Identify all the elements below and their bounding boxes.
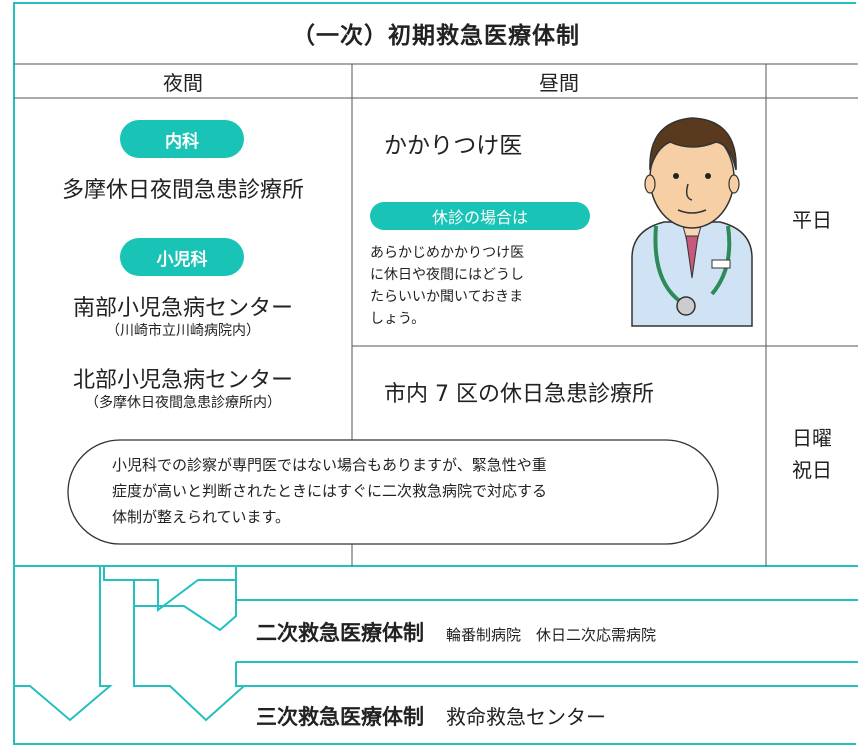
callout-bubble [67, 439, 719, 545]
advice-text: あらかじめかかりつけ医 に休日や夜間にはどうし たらいいか聞いておきま しょう。 [370, 242, 610, 330]
internal-medicine-badge: 内科 [120, 120, 244, 158]
holiday-label: 祝日 [792, 458, 832, 482]
north-center-name: 北部小児急病センター [72, 368, 293, 393]
secondary-care-detail: 輪番制病院 休日二次応需病院 [446, 626, 657, 644]
internal-clinic-name: 多摩休日夜間急患診療所 [61, 178, 304, 203]
tertiary-box-outline [13, 685, 858, 745]
advice-line: しょう。 [370, 311, 426, 327]
arrow-to-secondary [103, 566, 237, 612]
tertiary-care-title: 三次救急医療体制 [256, 705, 424, 729]
callout-line: 小児科での診察が専門医ではない場合もありますが、緊急性や重 [112, 456, 547, 474]
secondary-box-outline [236, 599, 858, 663]
north-center-note: （多摩休日夜間急患診療所内） [85, 395, 281, 411]
advice-line: に休日や夜間にはどうし [370, 267, 524, 283]
weekday-label: 平日 [792, 208, 832, 232]
advice-line: あらかじめかかりつけ医 [370, 245, 525, 261]
callout-line: 体制が整えられています。 [112, 508, 291, 526]
tertiary-care-row: 三次救急医療体制 救命救急センター [256, 701, 606, 731]
tertiary-care-detail: 救命救急センター [446, 705, 606, 729]
callout-line: 症度が高いと判断されたときにはすぐに二次救急病院で対応する [112, 482, 548, 500]
primary-box-outline [13, 2, 856, 566]
secondary-care-row: 二次救急医療体制 輪番制病院 休日二次応需病院 [256, 617, 656, 647]
district-clinics-label: 市内 7 区の休日急患診療所 [384, 382, 654, 407]
arrow-to-tertiary [13, 566, 113, 722]
closed-case-badge: 休診の場合は [370, 202, 590, 230]
column-header-day: 昼間 [539, 70, 579, 95]
family-doctor-label: かかりつけ医 [384, 133, 523, 159]
arrow-secondary-head [133, 580, 237, 632]
column-header-night: 夜間 [163, 70, 203, 95]
south-center-note: （川崎市立川崎病院内） [106, 323, 260, 339]
sunday-label: 日曜 [792, 426, 832, 450]
pediatric-badge: 小児科 [120, 238, 244, 276]
page-title: （一次）初期救急医療体制 [292, 23, 580, 49]
callout-text: 小児科での診察が専門医ではない場合もありますが、緊急性や重 症度が高いと判断され… [112, 452, 702, 530]
secondary-care-title: 二次救急医療体制 [256, 621, 424, 645]
doctor-illustration [631, 117, 753, 327]
advice-line: たらいいか聞いておきま [370, 289, 524, 305]
south-center-name: 南部小児急病センター [72, 296, 293, 321]
